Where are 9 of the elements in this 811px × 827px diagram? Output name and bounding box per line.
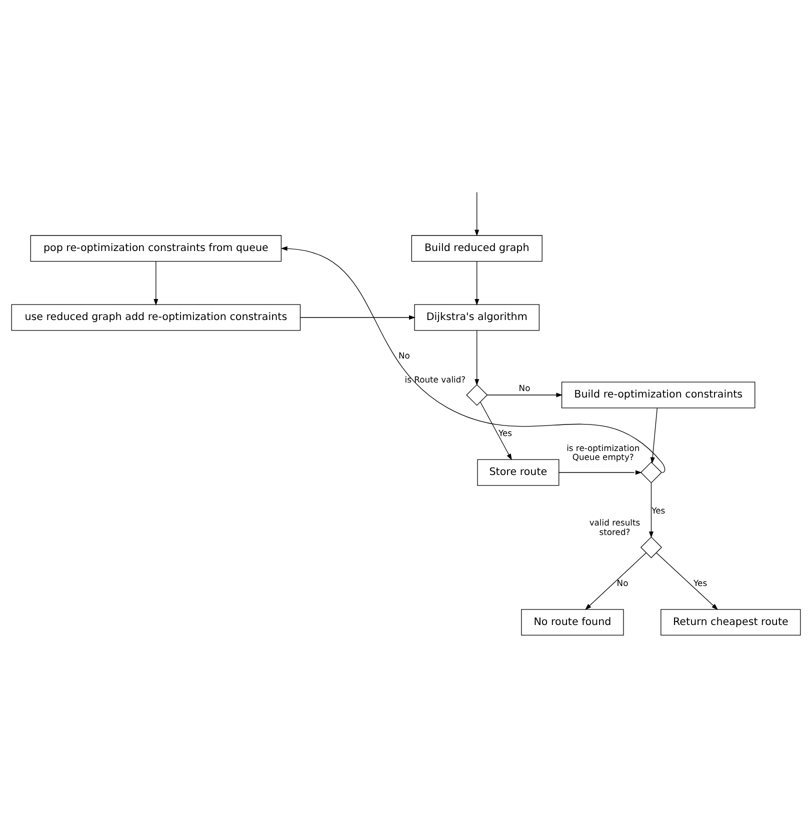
- edge-label: Yes: [651, 505, 665, 516]
- edge-label: No: [518, 382, 530, 393]
- edge-label: No: [398, 350, 410, 360]
- edge-label: No: [616, 578, 628, 588]
- edge-label: Yes: [498, 428, 512, 438]
- edge-label: Yes: [693, 578, 707, 588]
- node-label: is re-optimization Queue empty?: [566, 442, 640, 462]
- node-label: valid results stored?: [588, 518, 640, 537]
- node-label: is Route valid?: [404, 374, 466, 384]
